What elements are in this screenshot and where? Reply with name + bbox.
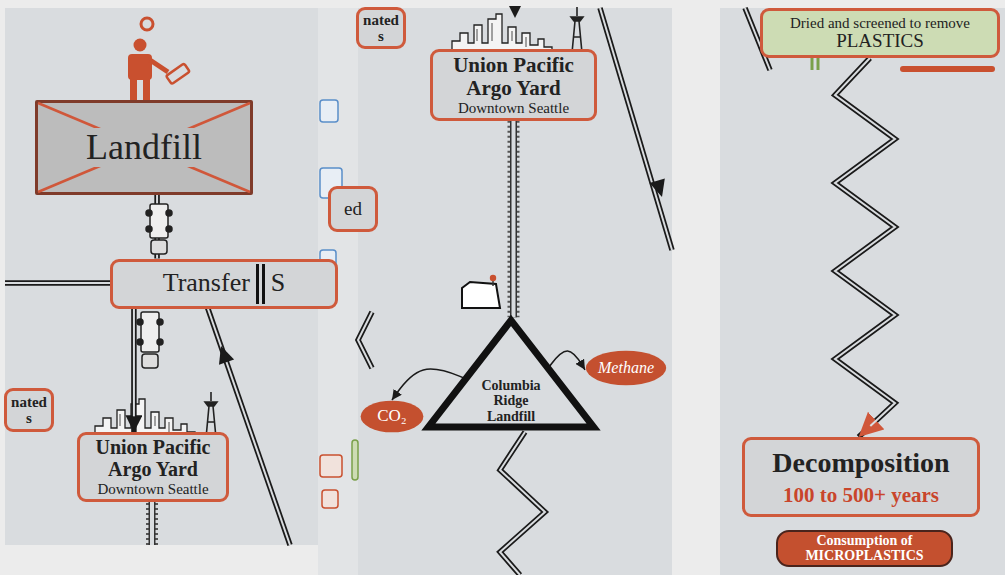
- node-label: Decomposition: [772, 448, 949, 478]
- consumption-box: Consumption of MICROPLASTICS: [776, 530, 953, 567]
- track-gap: [512, 121, 516, 318]
- green-line: [817, 58, 820, 70]
- node-label: Columbia Ridge Landfill: [471, 378, 551, 423]
- truck-icon: [137, 312, 163, 368]
- oregon-icon: [462, 275, 500, 308]
- node-label: Methane: [598, 359, 654, 376]
- node-label: ed: [344, 199, 362, 220]
- connector: [133, 309, 134, 433]
- flow-line: [358, 312, 372, 368]
- connector: [513, 121, 514, 318]
- flow-line: [600, 8, 672, 250]
- node-sublabel: PLASTICS: [836, 31, 924, 52]
- landfill-mountain: Columbia Ridge Landfill: [425, 317, 597, 430]
- panel: [720, 8, 1005, 575]
- cropped-box: nateds: [356, 7, 406, 49]
- emission-ellipse: CO₂: [360, 400, 424, 433]
- connector-line: [548, 351, 585, 370]
- node-label: Transfer: [163, 269, 250, 297]
- connector-line: [131, 309, 137, 433]
- green-line: [811, 58, 814, 70]
- node-label: nated: [363, 12, 399, 28]
- cropped-box: ed: [328, 186, 378, 232]
- node-label: Union Pacific Argo Yard: [439, 54, 588, 99]
- node-label: Union Pacific Argo Yard: [86, 437, 220, 480]
- connector-line: [835, 58, 895, 437]
- process-box: Dried and screened to removePLASTICS: [760, 8, 1000, 58]
- node-sublabel: Downtown Seattle: [97, 481, 208, 497]
- connector-core: [133, 309, 135, 417]
- space-needle-icon: [571, 7, 583, 53]
- rail-yard-box: Union Pacific Argo YardDowntown Seattle: [430, 49, 597, 121]
- node-label: nated: [11, 394, 47, 410]
- node-label: Landfill: [81, 128, 207, 167]
- landfill-box: Landfill: [35, 100, 253, 195]
- node-label: CO₂: [377, 407, 407, 425]
- person-icon: [128, 18, 190, 100]
- node-sublabel: Downtown Seattle: [458, 100, 569, 116]
- railroad-track: [152, 498, 153, 545]
- arrow-head: [509, 6, 521, 18]
- panel: [358, 8, 672, 575]
- cropped-box: nateds: [4, 388, 54, 432]
- return-line: [207, 306, 290, 545]
- node-sublabel: S: [271, 269, 285, 297]
- space-needle-icon: [205, 392, 217, 438]
- emission-ellipse: Methane: [585, 350, 667, 386]
- label-holder: Columbia Ridge Landfill: [471, 378, 551, 423]
- node-sublabel: 100 to 500+ years: [783, 484, 939, 507]
- section-divider: [256, 264, 265, 304]
- node-label: Dried and screened to remove: [790, 15, 970, 31]
- skyline-icon: [452, 14, 552, 53]
- transfer-box: Transfer S: [110, 259, 339, 309]
- node-sublabel: s: [378, 28, 384, 44]
- connector: [548, 351, 585, 370]
- rail-yard-box: Union Pacific Argo YardDowntown Seattle: [77, 432, 229, 501]
- truck-icon: [146, 204, 172, 254]
- track-ties: [508, 121, 520, 318]
- node-sublabel: s: [26, 410, 32, 426]
- node-label: Consumption of MICROPLASTICS: [784, 534, 945, 563]
- connector: [835, 58, 895, 437]
- zigzag-line: [500, 432, 545, 575]
- connector-core: [835, 58, 895, 426]
- decomposition-box: Decomposition 100 to 500+ years: [742, 437, 980, 517]
- track-rails: [510, 121, 517, 318]
- orange-bar: [900, 66, 995, 72]
